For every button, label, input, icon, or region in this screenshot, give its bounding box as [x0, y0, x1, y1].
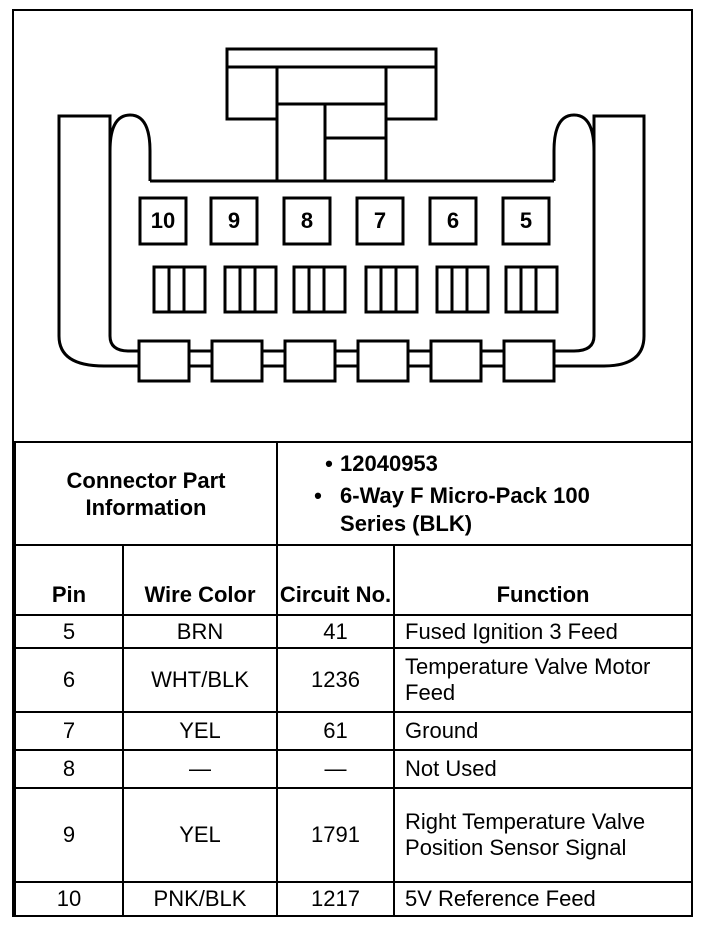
part-info-label: Connector Part Information — [13, 441, 279, 546]
pin-number-box — [282, 196, 332, 246]
header-function: Function — [393, 544, 694, 616]
right-ear — [592, 114, 646, 336]
latch-right-block — [384, 65, 438, 121]
left-round-post — [108, 113, 152, 311]
header-circuit: Circuit No. — [276, 544, 396, 616]
part-info-row: Connector Part Information • 12040953 • 6-… — [13, 441, 694, 546]
pin-number-box — [501, 196, 551, 246]
cell-wire-color: WHT/BLK — [121, 647, 279, 713]
pin-label-6: 6 — [446, 208, 460, 233]
connector-diagram: 10 9 8 7 6 5 — [14, 11, 695, 443]
table-row: 8 — — Not Used — [14, 749, 694, 789]
cell-function: Fused Ignition 3 Feed — [393, 614, 694, 649]
cell-pin: 7 — [14, 711, 124, 751]
cell-wire-color: — — [121, 749, 279, 789]
terminal-cavity — [435, 265, 490, 314]
part-info-values: • 12040953 • 6-Way F Micro-Pack 100 Series… — [276, 441, 694, 546]
cell-circuit: 1217 — [276, 881, 396, 917]
part-number: 12040953 — [340, 450, 438, 476]
connector-drawing — [57, 47, 646, 383]
cell-circuit: 41 — [276, 614, 396, 649]
terminal-cavity — [364, 265, 419, 314]
terminal-cavity — [223, 265, 278, 314]
latch-left-block — [225, 65, 279, 121]
terminal-tab — [137, 339, 191, 383]
terminal-cavity — [292, 265, 347, 314]
cell-function: Right Temperature Valve Position Sensor … — [393, 787, 694, 883]
pin-number-box — [355, 196, 405, 246]
terminal-tab — [283, 339, 337, 383]
bullet-icon: • — [325, 450, 333, 476]
header-pin: Pin — [14, 544, 124, 616]
terminal-tab — [356, 339, 410, 383]
header-row: Pin Wire Color Circuit No. Function — [14, 544, 694, 616]
terminal-tab — [429, 339, 483, 383]
cell-circuit: 1791 — [276, 787, 396, 883]
cell-function: 5V Reference Feed — [393, 881, 694, 917]
cell-pin: 8 — [14, 749, 124, 789]
part-description: 6-Way F Micro-Pack 100 Series (BLK) — [340, 482, 590, 536]
left-ear — [57, 114, 112, 336]
pin-number-box — [138, 196, 188, 246]
connector-table: Connector Part Information • 12040953 • 6-… — [13, 441, 694, 917]
terminal-tab — [502, 339, 556, 383]
pin-number-box — [209, 196, 259, 246]
connector-info-sheet: 10 9 8 7 6 5 Connector Part Information … — [12, 9, 695, 917]
cell-pin: 6 — [14, 647, 124, 713]
pin-label-7: 7 — [373, 208, 387, 233]
terminal-cavity — [504, 265, 559, 314]
body-bottom-curve — [57, 335, 646, 368]
cell-pin: 9 — [14, 787, 124, 883]
table-row: 9 YEL 1791 Right Temperature Valve Posit… — [14, 787, 694, 883]
body-inner-curve — [108, 335, 596, 353]
header-wire-color: Wire Color — [121, 544, 279, 616]
latch-inner-lines — [275, 104, 388, 181]
terminal-cavity — [152, 265, 207, 314]
cell-pin: 10 — [14, 881, 124, 917]
table-row: 6 WHT/BLK 1236 Temperature Valve Motor F… — [14, 647, 694, 713]
latch-top-bar — [225, 47, 438, 69]
terminal-tab — [210, 339, 264, 383]
cell-function: Ground — [393, 711, 694, 751]
cell-wire-color: PNK/BLK — [121, 881, 279, 917]
cell-pin: 5 — [14, 614, 124, 649]
pin-label-8: 8 — [300, 208, 314, 233]
cell-function: Temperature Valve Motor Feed — [393, 647, 694, 713]
cell-wire-color: YEL — [121, 787, 279, 883]
cell-circuit: 1236 — [276, 647, 396, 713]
cell-circuit: 61 — [276, 711, 396, 751]
latch-center — [275, 67, 388, 106]
bullet-icon: • — [314, 482, 322, 508]
cell-wire-color: BRN — [121, 614, 279, 649]
pin-label-9: 9 — [227, 208, 241, 233]
cell-function: Not Used — [393, 749, 694, 789]
cell-circuit: — — [276, 749, 396, 789]
table-row: 7 YEL 61 Ground — [14, 711, 694, 751]
pin-number-box — [428, 196, 478, 246]
pin-label-10: 10 — [150, 208, 176, 233]
pin-label-5: 5 — [519, 208, 533, 233]
table-row: 10 PNK/BLK 1217 5V Reference Feed — [14, 881, 694, 917]
cell-wire-color: YEL — [121, 711, 279, 751]
right-round-post — [552, 113, 596, 311]
table-row: 5 BRN 41 Fused Ignition 3 Feed — [14, 614, 694, 649]
